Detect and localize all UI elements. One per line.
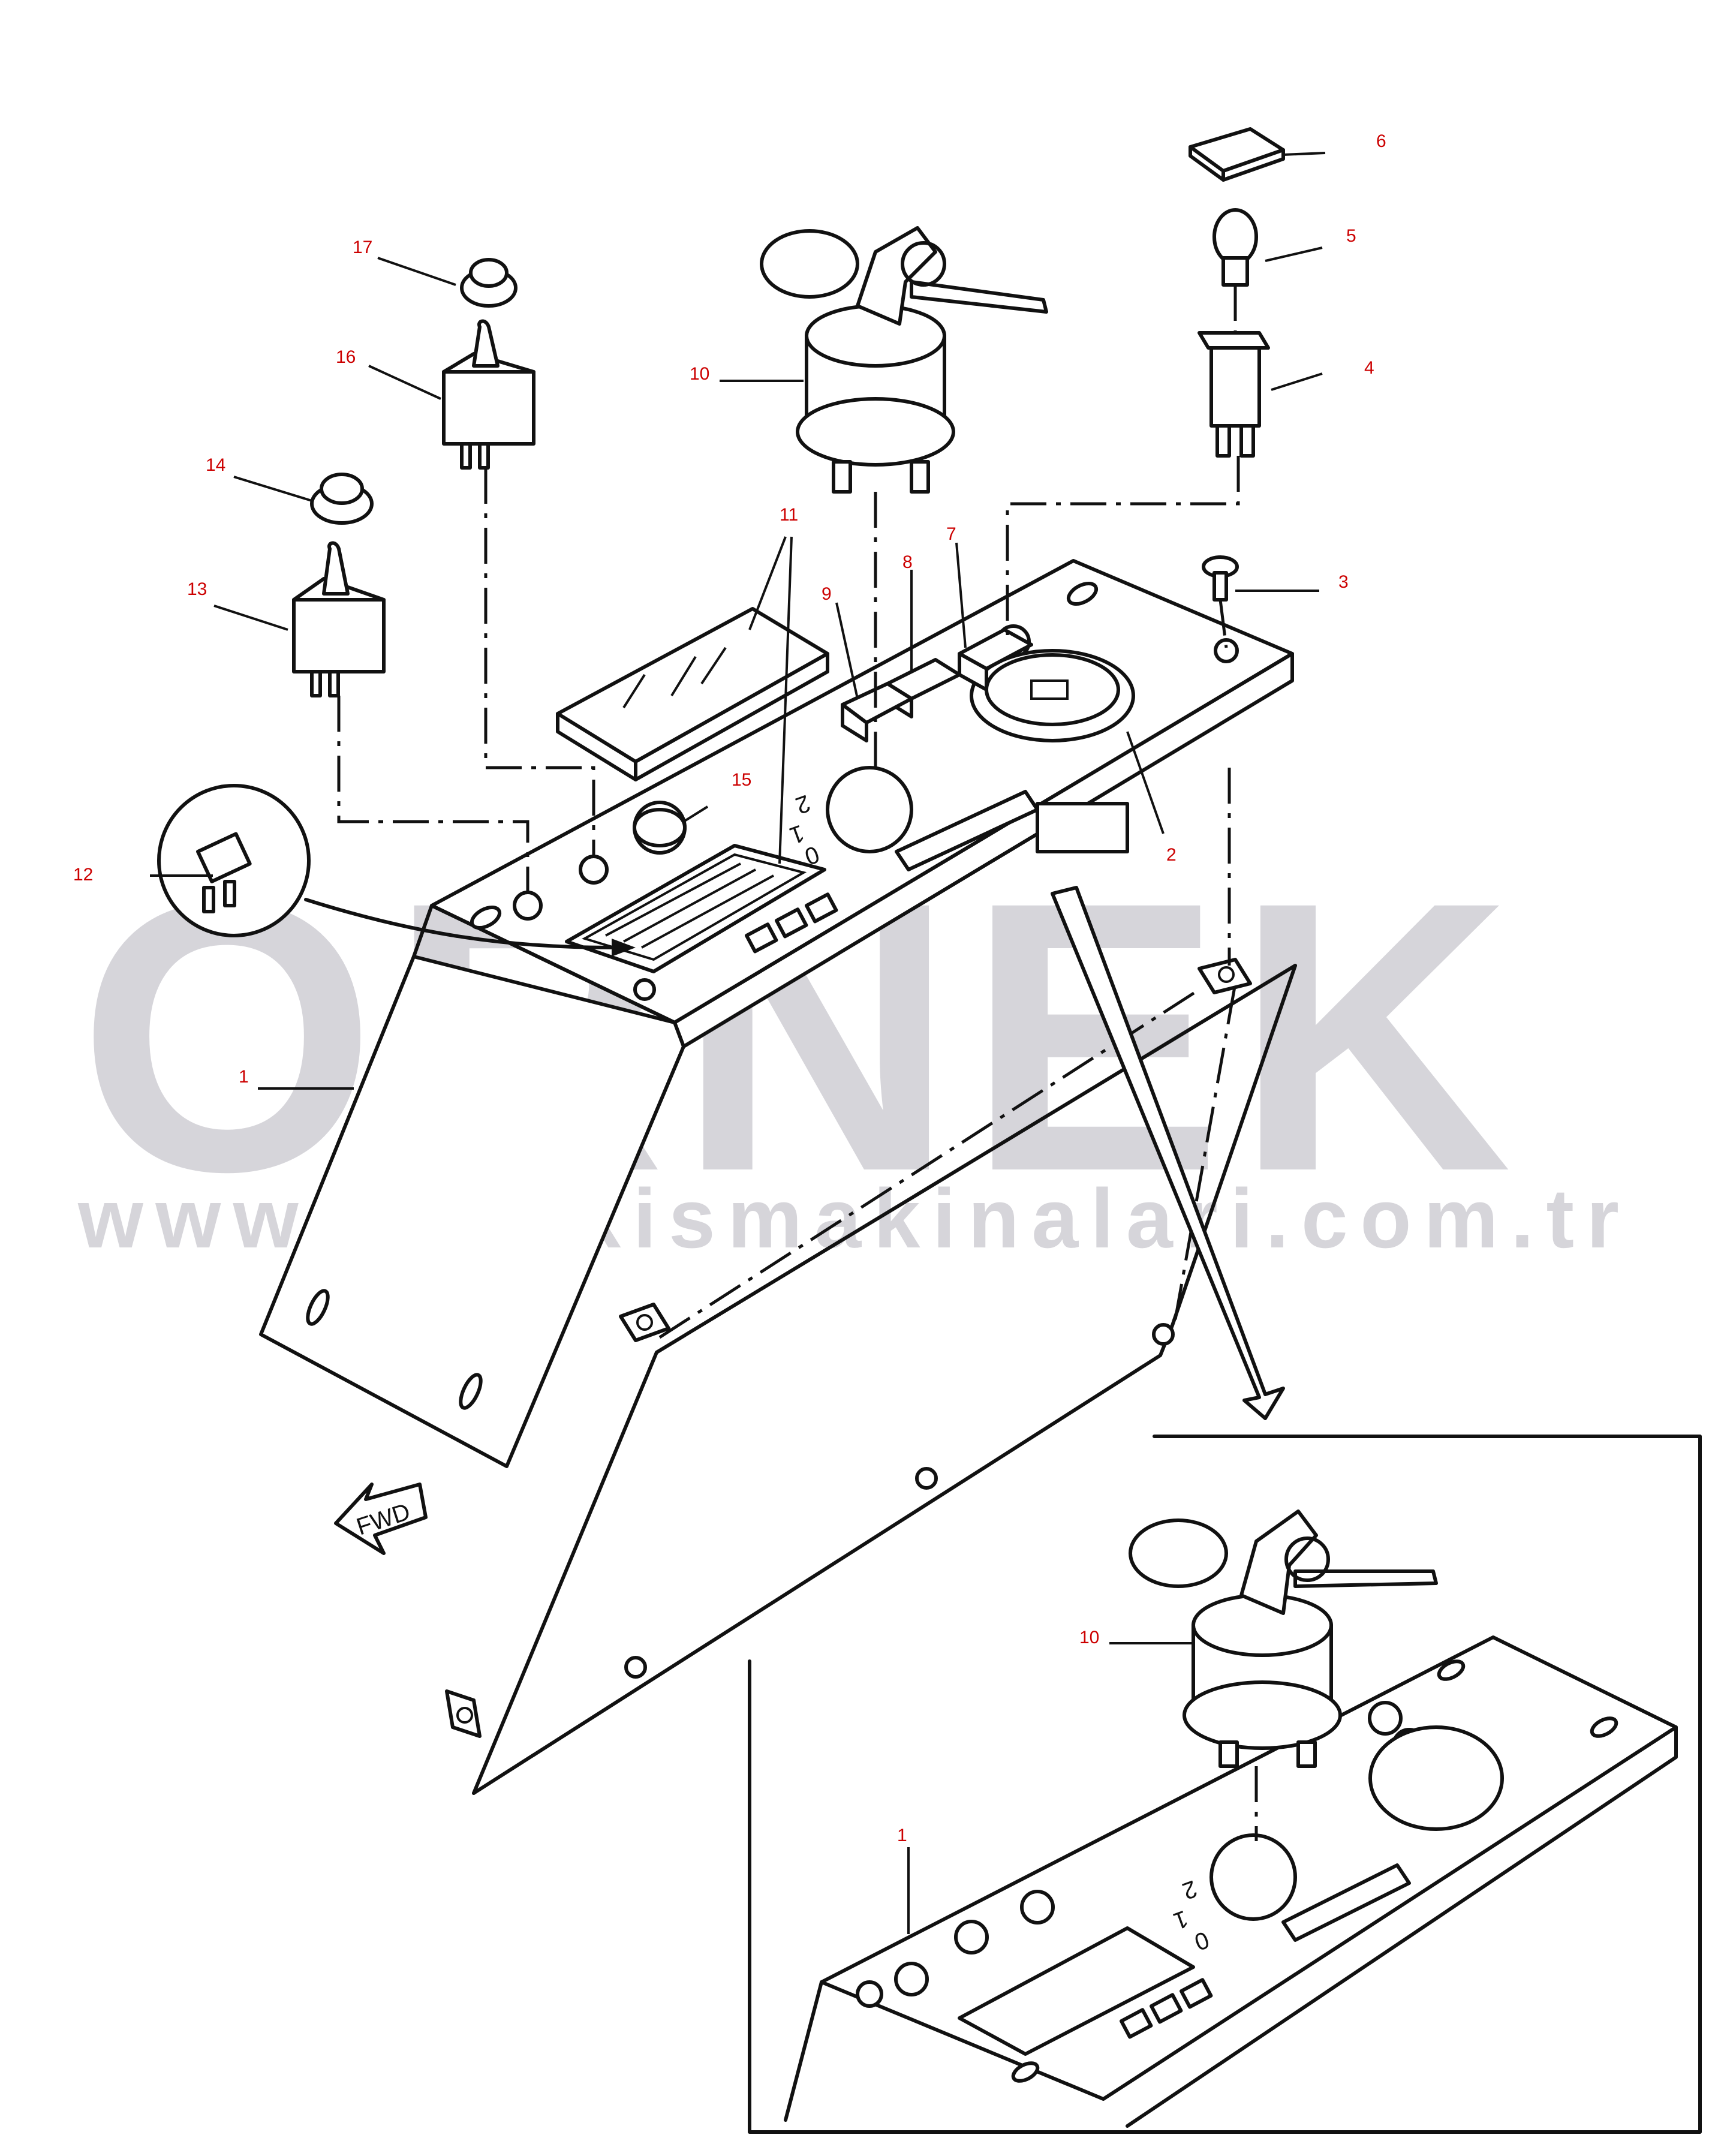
part-2-gauge	[970, 649, 1135, 742]
part-5-bulb	[1212, 208, 1258, 333]
view-arrow	[1051, 886, 1285, 1420]
part-12-fuse-detail	[157, 784, 636, 957]
screw-hole	[1214, 638, 1239, 663]
side-slot-hole	[306, 1289, 330, 1326]
part-15-plug	[633, 808, 687, 847]
callout-3: 3	[1338, 572, 1349, 592]
callout-9: 9	[822, 584, 832, 604]
callout-10: 10	[690, 364, 709, 384]
callout-6: 6	[1376, 131, 1386, 151]
switch-mount-hole	[513, 891, 543, 921]
callout-16: 16	[336, 347, 356, 367]
inset-callout-1: 1	[897, 1826, 907, 1845]
side-slot-hole	[459, 1373, 483, 1410]
spare-key	[910, 280, 1048, 314]
callout-1: 1	[239, 1067, 249, 1087]
part-3-screw	[1202, 555, 1239, 648]
ignition-hole	[826, 766, 913, 853]
mount-tab	[445, 1689, 482, 1738]
panel-slot-hole	[1066, 581, 1099, 606]
panel-slot-hole	[470, 905, 502, 930]
part-4-lamp-holder	[1006, 331, 1270, 636]
inset-display-window	[958, 1926, 1195, 2056]
part-6-lens	[1189, 127, 1285, 182]
callout-5: 5	[1346, 226, 1356, 246]
inset-gauge-hole	[1368, 1725, 1504, 1831]
callout-11: 11	[780, 505, 798, 525]
callout-17: 17	[353, 237, 372, 257]
callout-14: 14	[206, 455, 225, 475]
screw-hole	[1152, 1323, 1175, 1346]
callout-13: 13	[187, 579, 207, 599]
screw-hole	[624, 1656, 647, 1679]
mount-tab	[619, 1303, 670, 1342]
fuse-box	[565, 844, 826, 973]
part-14-knob	[310, 473, 374, 525]
part-17-knob	[460, 258, 517, 308]
part-16-toggle-switch	[442, 319, 595, 858]
panel-side-plate	[259, 955, 685, 1468]
screw-hole	[915, 1467, 938, 1490]
screw-hole	[633, 978, 656, 1001]
fwd-arrow: FWD	[334, 1483, 428, 1555]
key-cap	[760, 229, 859, 299]
callout-7: 7	[946, 524, 956, 544]
inset-detail: 2 1 0	[748, 1435, 1702, 2134]
inset-callout-10: 10	[1079, 1628, 1099, 1647]
mount-tab	[1198, 958, 1252, 994]
callout-2: 2	[1166, 845, 1177, 865]
part-13-toggle-switch	[292, 541, 529, 894]
inset-ignition-hole	[1209, 1833, 1297, 1921]
indicator-window	[775, 907, 808, 939]
switch-mount-hole	[579, 855, 609, 885]
lower-mounting-plate	[445, 768, 1297, 1795]
fwd-arrow-shape	[334, 1483, 428, 1555]
leader-lines	[150, 152, 1326, 1934]
indicator-window	[745, 922, 778, 954]
callout-labels: 6 5 4 3 2 7 8 9 10 11 12 13 14 15 16 17 …	[73, 131, 1386, 1845]
callout-4: 4	[1364, 358, 1374, 378]
part-11-cover	[556, 607, 829, 781]
gauge-body	[1036, 802, 1129, 853]
callout-12: 12	[73, 865, 93, 885]
callout-15: 15	[732, 770, 751, 790]
indicator-window	[805, 892, 838, 924]
indicator-modules	[841, 628, 1033, 742]
view-arrow-shape	[1051, 886, 1285, 1420]
part-10-ignition-switch	[760, 226, 1048, 768]
key	[856, 226, 937, 326]
callout-8: 8	[902, 552, 913, 572]
